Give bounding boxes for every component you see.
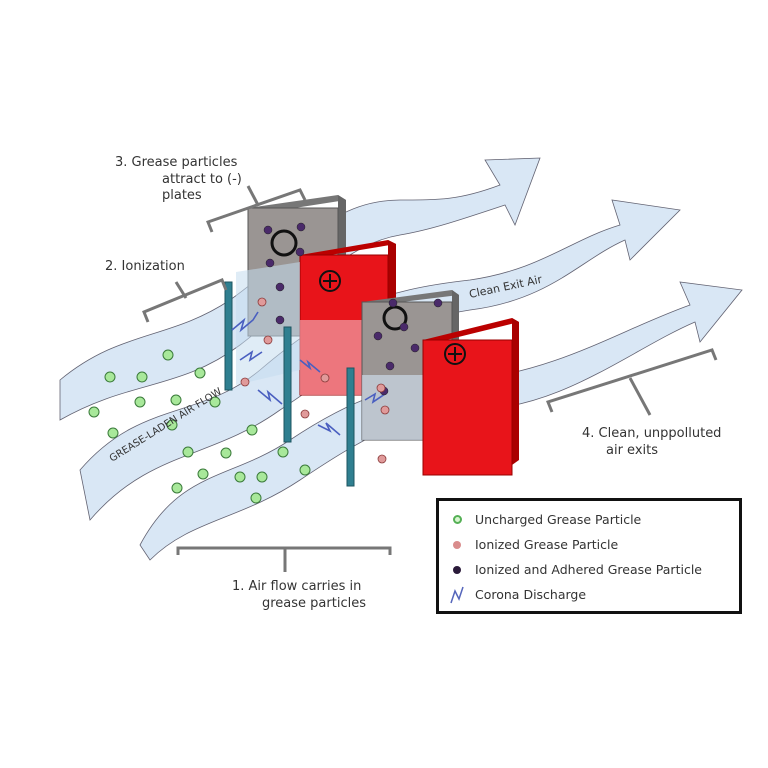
positive-plate-2 [422, 318, 519, 476]
ionizer-rod [224, 281, 233, 391]
legend-label: Uncharged Grease Particle [475, 512, 642, 527]
ionized-particle-icon [453, 540, 461, 549]
step1-label-2: grease particles [262, 596, 366, 611]
legend-label: Ionized Grease Particle [475, 537, 619, 552]
step2-label: 2. Ionization [105, 259, 185, 274]
uncharged-particles [88, 349, 311, 504]
step3-label-3: plates [162, 188, 202, 203]
legend: Uncharged Grease Particle Ionized Grease… [436, 498, 742, 614]
ionizer-rod [346, 367, 355, 487]
ionizer-rod [283, 326, 292, 443]
legend-item-ionized: Ionized Grease Particle [447, 532, 739, 557]
legend-item-adhered: Ionized and Adhered Grease Particle [447, 557, 739, 582]
step3-label-2: attract to (-) [162, 172, 242, 187]
legend-label: Ionized and Adhered Grease Particle [475, 562, 702, 577]
uncharged-particle-icon [452, 515, 462, 524]
brackets [142, 185, 718, 572]
legend-item-corona: Corona Discharge [447, 582, 739, 607]
positive-symbol-icon [444, 343, 466, 365]
step3-label: 3. Grease particles [115, 155, 238, 170]
legend-label: Corona Discharge [475, 587, 587, 602]
negative-symbol-icon [382, 305, 408, 331]
corona-discharge-icons [231, 311, 386, 436]
negative-symbol-icon [270, 229, 298, 257]
step4-label: 4. Clean, unppolluted [582, 426, 721, 441]
step1-label: 1. Air flow carries in [232, 579, 361, 594]
ionizer-rods [224, 281, 355, 487]
ionized-particles [240, 297, 390, 464]
corona-discharge-icon [450, 586, 464, 603]
step4-label-2: air exits [606, 443, 658, 458]
legend-item-uncharged: Uncharged Grease Particle [447, 507, 739, 532]
positive-symbol-icon [319, 270, 341, 292]
adhered-particle-icon [453, 565, 461, 574]
